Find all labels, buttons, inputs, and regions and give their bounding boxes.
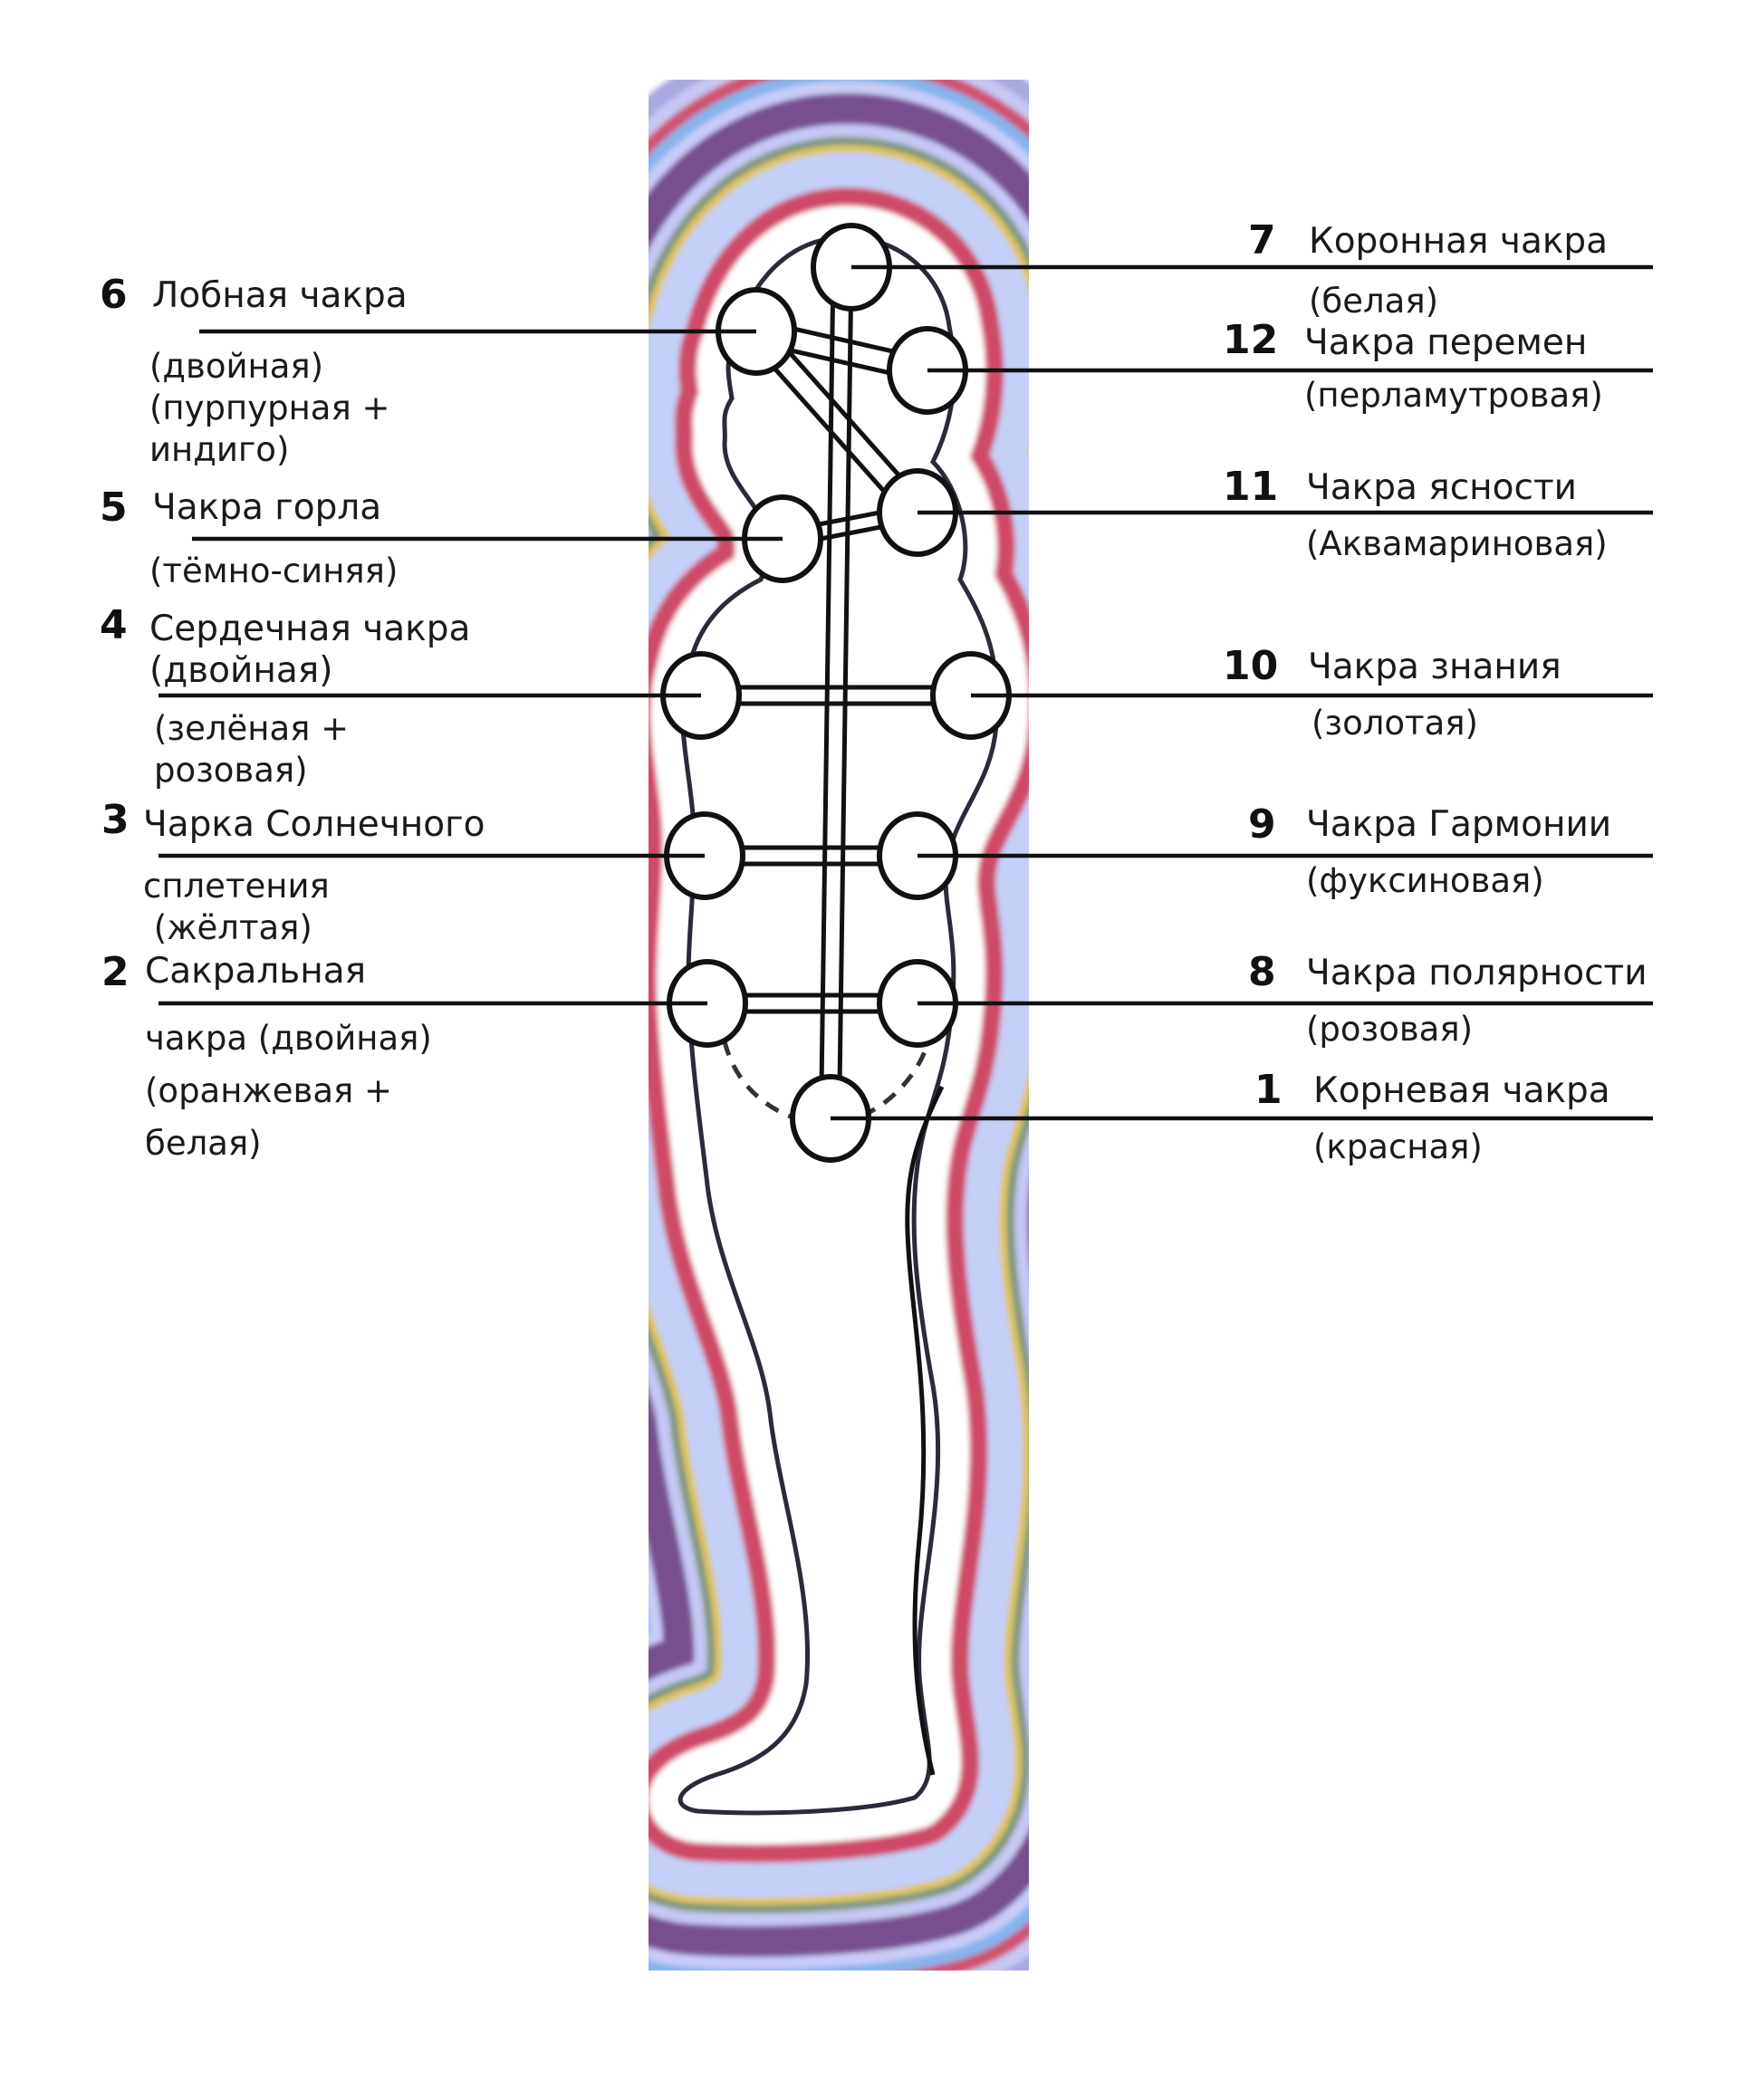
central-channel	[819, 266, 836, 1088]
chakra-5-number: 5	[100, 484, 128, 531]
chakra-5-name: Чакра горла	[152, 487, 382, 528]
chakra-12-number: 12	[1223, 317, 1279, 363]
chakra-4-number: 4	[100, 602, 128, 648]
chakra-8-name: Чакра полярности	[1306, 953, 1648, 993]
chakra-9-number: 9	[1248, 801, 1276, 848]
chakra-5-description: (тёмно-синяя)	[149, 551, 399, 590]
chakra-1-name: Корневая чакра	[1313, 1070, 1610, 1111]
chakra-6-name: Лобная чакра	[152, 275, 408, 316]
spine-energy-line	[905, 1085, 945, 1776]
chakra-10-description: (золотая)	[1311, 704, 1478, 743]
chakra-11-description: (Аквамариновая)	[1306, 524, 1608, 563]
chakra-6-number: 6	[100, 272, 128, 318]
chakra-4-description: (зелёная + розовая)	[154, 709, 350, 790]
chakra-10-number: 10	[1223, 643, 1279, 689]
chakra-1-number: 1	[1254, 1067, 1283, 1113]
chakra-7-name: Коронная чакра	[1309, 221, 1609, 262]
chakra-6-description: (двойная) (пурпурная + индиго)	[149, 347, 390, 469]
chakra-2-name: Сакральная	[145, 951, 367, 992]
chakra-2-description: чакра (двойная) (оранжевая + белая)	[145, 1019, 432, 1163]
chakra-circles	[660, 223, 1012, 1163]
chakra-12-description: (перламутровая)	[1304, 376, 1603, 415]
chakra-3-number: 3	[101, 797, 130, 843]
chakra-9-name: Чакра Гармонии	[1306, 804, 1612, 845]
central-channel	[837, 266, 854, 1088]
chakra-3-name: Чарка Солнечного	[143, 804, 485, 845]
chakra-10-name: Чакра знания	[1308, 647, 1561, 687]
chakra-7-description: (белая)	[1309, 282, 1439, 321]
chakra-8-number: 8	[1248, 949, 1276, 995]
chakra-11-name: Чакра ясности	[1306, 467, 1578, 508]
chakra-11-number: 11	[1223, 464, 1279, 510]
label-leader-lines	[159, 264, 1653, 1121]
chakra-1-description: (красная)	[1313, 1127, 1483, 1166]
chakra-2-number: 2	[101, 949, 130, 995]
chakra-12-name: Чакра перемен	[1304, 322, 1588, 363]
chakra-4-name: Сердечная чакра (двойная)	[149, 609, 471, 691]
chakra-8-description: (розовая)	[1306, 1010, 1474, 1049]
chakra-9-description: (фуксиновая)	[1306, 861, 1544, 900]
chakra-7-number: 7	[1248, 217, 1276, 264]
chakra-3-description: сплетения (жёлтая)	[143, 867, 330, 947]
root-dashed-arc	[722, 1040, 931, 1127]
